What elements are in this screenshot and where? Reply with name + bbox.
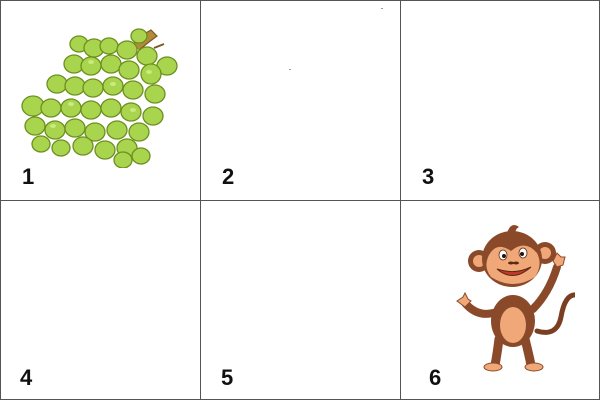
monkey-icon [456,225,575,372]
cell-number: 4 [20,365,33,390]
cell-number: 5 [221,365,234,390]
cell-5[interactable]: 5 [201,201,401,399]
cell-number: 3 [422,164,435,189]
cell-4[interactable]: 4 [1,201,201,399]
cell-2[interactable]: 2 [201,1,401,201]
grapes-icon [21,28,178,168]
cell-6[interactable]: 6 [401,201,599,399]
speck [381,8,383,9]
cell-1[interactable]: 1 [1,1,201,201]
speck [289,69,291,70]
cell-3[interactable]: 3 [401,1,599,201]
cell-number: 1 [22,164,35,189]
cell-number: 6 [429,365,442,390]
cell-number: 2 [222,164,235,189]
